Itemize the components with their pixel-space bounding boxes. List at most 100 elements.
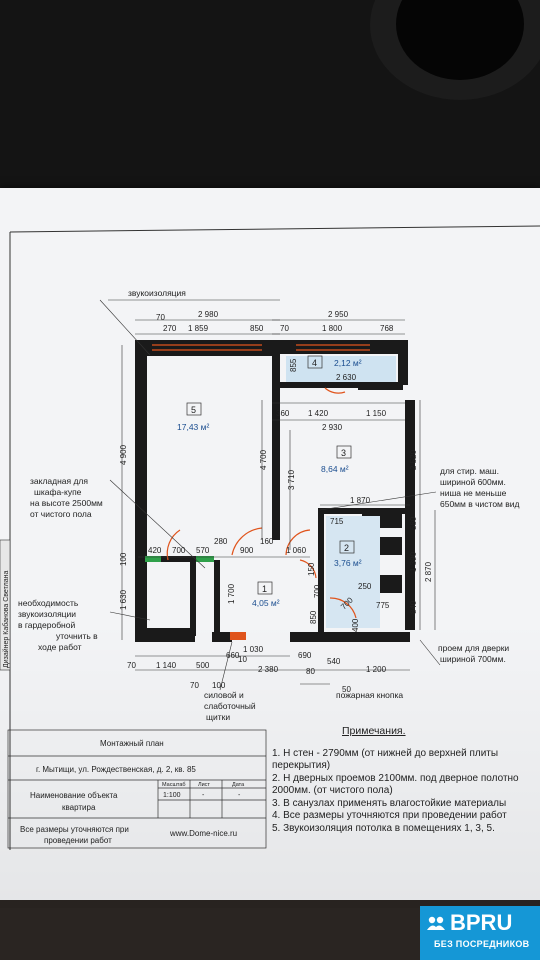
note-washer-4: 650мм в чистом вид [440,499,520,509]
wall-top-right [272,340,405,354]
dim-400: 400 [351,618,360,632]
dim-70b: 70 [280,324,289,333]
dim-715: 715 [330,517,344,526]
wall-room4-bottom [280,382,398,388]
room1-box [257,581,273,595]
note-washer-2: шириной 600мм. [440,477,506,487]
dim-1140: 1 140 [156,661,177,670]
dim-4900: 4 900 [119,444,128,465]
bpru-logo[interactable]: BPRU БЕЗ ПОСРЕДНИКОВ [420,906,540,960]
room3-num: 3 [341,448,346,458]
dim-10: 10 [238,655,247,664]
dim-540: 540 [327,657,341,666]
wall-bottom-right [290,632,410,642]
note-doorway-2: шириной 700мм. [440,654,506,664]
dim-1700: 1 700 [227,583,236,604]
stamp-object-2: квартира [62,803,96,812]
stamp-clarify-1: Все размеры уточняются при [20,825,129,834]
designer-label: Дизайнер Кабанова Светлана [2,571,10,668]
dim-1150: 1 150 [366,409,387,418]
note-sound-3: в гардеробной [18,620,75,630]
room5-box [186,402,202,416]
door-room5-arc [231,527,263,556]
dim-1859: 1 859 [188,324,209,333]
dim-500: 500 [196,661,210,670]
dimension-lines [99,299,441,685]
soundproof-top-label: звукоизоляция [128,288,186,298]
dim-360: 360 [276,409,290,418]
room2-area: 3,76 м² [334,558,362,568]
dim-690: 690 [298,651,312,660]
doors [166,387,357,619]
room3-box [336,445,352,459]
stamp-title: Монтажный план [100,739,164,748]
power-box [230,632,246,640]
note-item: 2. Н дверных проемов 2100мм. под дверное… [272,772,519,797]
note-sound-1: необходимость [18,598,79,608]
wall-closet-left [190,556,196,636]
designer-strip [0,539,11,671]
dim-50: 50 [342,685,351,694]
dim-1390: 1 390 [409,551,418,572]
room5-area: 17,43 м² [177,422,209,432]
wall-right-upper-a [398,340,408,385]
dim-700a: 700 [172,546,186,555]
dim-150: 150 [307,562,316,576]
wall-bottom-left [135,628,195,642]
door-room2b-arc [299,559,317,579]
dim-2870: 2 870 [424,561,433,582]
wall-closet-right [214,560,220,632]
dim-2950: 2 950 [328,310,349,319]
note-sound-2: звукоизоляции [18,609,76,619]
stamp-text: Монтажный план г. Мытищи, ул. Рождествен… [20,739,245,845]
dim-700-door: 700 [313,584,322,598]
dimension-texts: звукоизоляция 2 980 2 950 70 270 1 859 8… [119,288,433,694]
dim-1420: 1 420 [308,409,329,418]
door-room3-arc [285,529,311,556]
door-room4-arc [324,387,346,394]
wall-niche-b [380,575,402,593]
room4-area: 2,12 м² [334,358,362,368]
stamp-clarify-2: проведении работ [44,836,112,845]
dim-280: 280 [214,537,228,546]
note-item: 4. Все размеры уточняются при проведении… [272,810,507,821]
dim-660: 660 [226,651,240,660]
dim-840: 840 [409,600,418,614]
dim-1200: 1 200 [366,665,387,674]
wall-niche-a [380,537,402,555]
dim-1060: 1 060 [286,546,307,555]
wall-room4-corner [358,382,403,390]
room-labels: 5 17,43 м² 4 2,12 м² 3 8,64 м² 2 3,76 м²… [177,355,362,608]
room2-fill [326,516,380,628]
annotations: закладная для шкафа-купе на высоте 2500м… [18,466,520,722]
stamp-object-1: Наименование объекта [30,791,118,800]
stamp-date: - [238,792,241,799]
dim-80: 80 [306,667,315,676]
dim-70c: 70 [127,661,136,670]
dim-580: 580 [409,516,418,530]
wall-left [135,340,147,640]
stamp-grid [7,729,267,849]
dim-1870: 1 870 [350,496,371,505]
note-washer-1: для стир. маш. [440,466,499,476]
note-doorway-1: проем для дверки [438,643,509,653]
dim-2980: 2 980 [198,310,219,319]
dim-160: 160 [260,537,274,546]
dim-1800: 1 800 [322,324,343,333]
room4-num: 4 [312,358,317,368]
dim-3710: 3 710 [287,469,296,490]
room1-area: 4,05 м² [252,598,280,608]
floor-plan-sheet [0,188,540,908]
note-power-1: силовой и [204,690,244,700]
dim-250: 250 [358,582,372,591]
wall-bottom-mid [212,632,232,642]
room2-box [339,540,355,554]
note-wardrobe-2: шкафа-купе [34,487,82,497]
room5-num: 5 [191,405,196,415]
people-icon [427,916,445,930]
dim-850: 850 [250,324,264,333]
room4-fill [286,356,396,382]
windows [152,344,370,351]
dim-2520: 2 520 [409,449,418,470]
